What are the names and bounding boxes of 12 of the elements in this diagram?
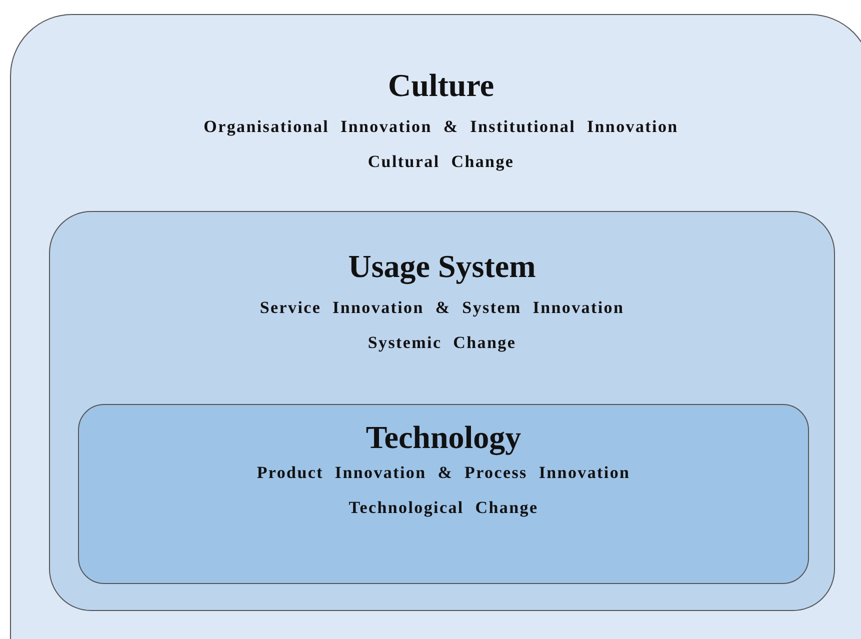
- panel-text: Cultural Change: [368, 152, 514, 172]
- rounded-panel: [10, 14, 861, 639]
- rounded-panel: [78, 404, 809, 584]
- panel-heading: Technology: [366, 419, 522, 456]
- panel-heading: Culture: [388, 67, 494, 104]
- panel-text: Service Innovation & System Innovation: [260, 298, 624, 318]
- panel-text: Product Innovation & Process Innovation: [256, 463, 630, 483]
- panel-heading: Usage System: [348, 248, 536, 285]
- panel-text: Technological Change: [348, 498, 538, 518]
- panel-text: Systemic Change: [368, 333, 516, 353]
- panel-text: Organisational Innovation & Institutional Innovation: [204, 117, 678, 137]
- rounded-panel: [49, 211, 835, 611]
